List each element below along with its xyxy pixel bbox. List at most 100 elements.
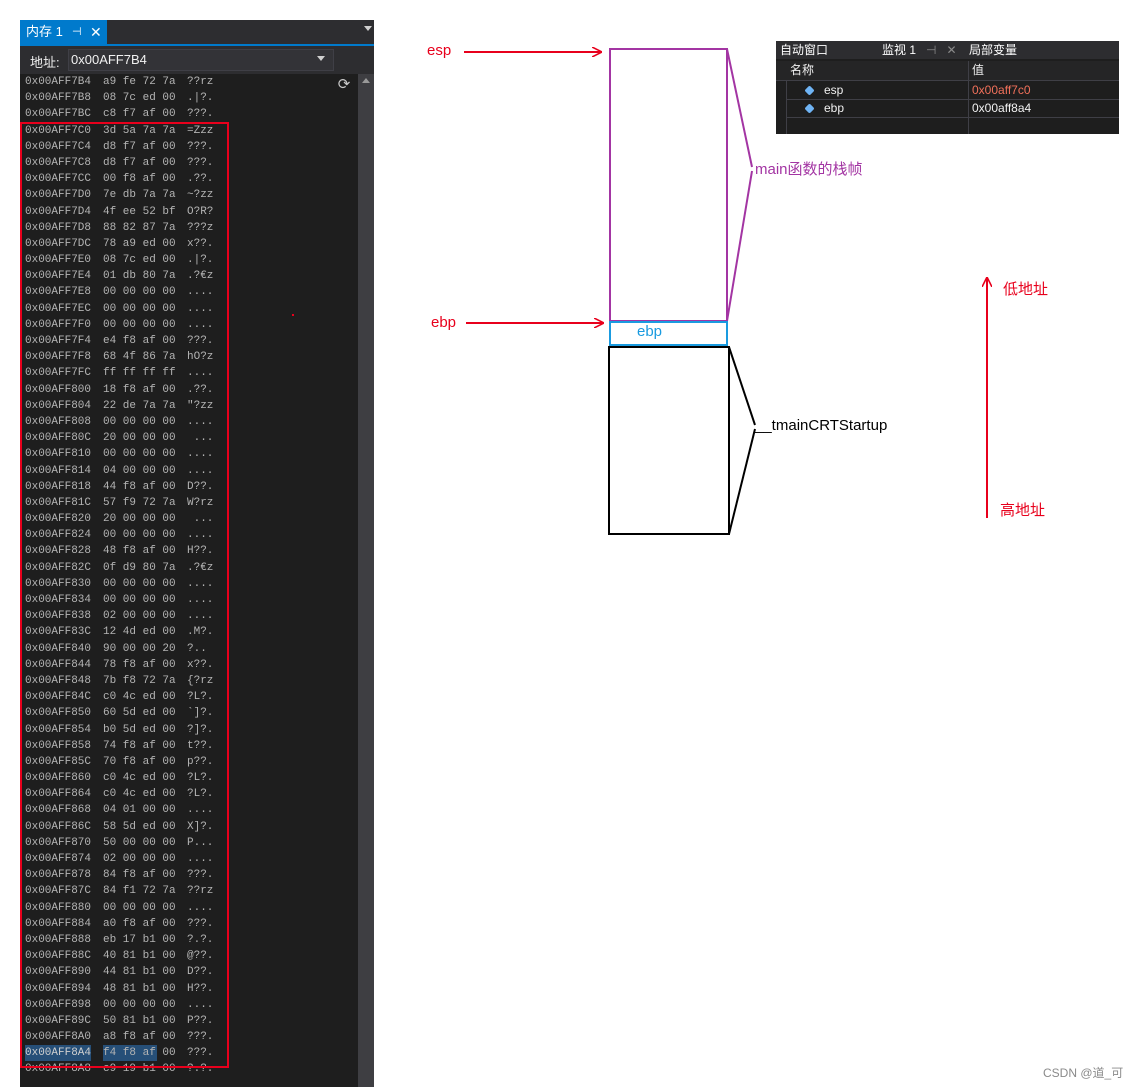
memory-bytes[interactable]: 00 00 00 00	[103, 318, 176, 331]
close-icon[interactable]: ✕	[90, 24, 102, 40]
memory-bytes[interactable]: c0 4c ed 00	[103, 772, 176, 785]
memory-bytes[interactable]: 48 f8 af 00	[103, 545, 176, 558]
pin-icon[interactable]: ⊣	[926, 43, 937, 57]
tab-memory-1[interactable]: 内存 1 ⊣ ✕	[20, 20, 107, 44]
memory-bytes[interactable]: 00 00 00 00	[103, 577, 176, 590]
memory-bytes[interactable]: eb 17 b1 00	[103, 933, 176, 946]
memory-bytes[interactable]: c0 4c ed 00	[103, 788, 176, 801]
memory-bytes[interactable]: 0f d9 80 7a	[103, 561, 176, 574]
memory-bytes[interactable]: 57 f9 72 7a	[103, 496, 176, 509]
memory-bytes[interactable]: 7e db 7a 7a	[103, 189, 176, 202]
pin-icon[interactable]: ⊣	[72, 26, 82, 38]
memory-bytes[interactable]: a8 f8 af 00	[103, 1031, 176, 1044]
memory-bytes[interactable]: 40 81 b1 00	[103, 950, 176, 963]
memory-bytes[interactable]: f4 f8 af 00	[103, 1045, 176, 1062]
memory-bytes[interactable]: 70 f8 af 00	[103, 755, 176, 768]
memory-bytes[interactable]: 08 7c ed 00	[103, 92, 176, 105]
memory-bytes[interactable]: 18 f8 af 00	[103, 383, 176, 396]
memory-bytes[interactable]: 44 f8 af 00	[103, 480, 176, 493]
memory-bytes[interactable]: 74 f8 af 00	[103, 739, 176, 752]
chevron-down-icon[interactable]	[364, 26, 372, 31]
memory-bytes[interactable]: 48 81 b1 00	[103, 982, 176, 995]
memory-bytes[interactable]: d8 f7 af 00	[103, 140, 176, 153]
memory-bytes[interactable]: 68 4f 86 7a	[103, 351, 176, 364]
column-name-header[interactable]: 名称	[790, 63, 815, 77]
tab-locals[interactable]: 局部变量	[969, 43, 1018, 57]
memory-bytes[interactable]: 4f ee 52 bf	[103, 205, 176, 218]
memory-bytes[interactable]: c0 4c ed 00	[103, 691, 176, 704]
tab-autos[interactable]: 自动窗口	[780, 43, 829, 57]
scroll-up-icon[interactable]	[362, 78, 370, 83]
memory-bytes[interactable]: d8 f7 af 00	[103, 156, 176, 169]
memory-bytes[interactable]: 84 f8 af 00	[103, 869, 176, 882]
memory-bytes[interactable]: 78 a9 ed 00	[103, 237, 176, 250]
memory-bytes[interactable]: 3d 5a 7a 7a	[103, 124, 176, 137]
tab-watch-1[interactable]: 监视 1⊣✕	[882, 41, 957, 59]
memory-bytes[interactable]: 7b f8 72 7a	[103, 674, 176, 687]
memory-bytes[interactable]: 44 81 b1 00	[103, 966, 176, 979]
memory-bytes[interactable]: e4 f8 af 00	[103, 335, 176, 347]
memory-bytes[interactable]: 12 4d ed 00	[103, 626, 176, 639]
memory-bytes[interactable]: 84 f1 72 7a	[103, 885, 176, 898]
refresh-icon[interactable]: ⟳	[337, 76, 351, 93]
memory-bytes[interactable]: a0 f8 af 00	[103, 917, 176, 930]
memory-bytes[interactable]: ff ff ff ff	[103, 367, 176, 380]
watch-row-ebp[interactable]: ebp 0x00aff8a4	[776, 100, 1119, 117]
memory-bytes[interactable]: 90 00 00 20	[103, 642, 176, 655]
scrollbar[interactable]	[358, 74, 374, 1087]
memory-bytes[interactable]: 02 00 00 00	[103, 853, 176, 865]
memory-bytes[interactable]: 00 00 00 00	[103, 998, 176, 1011]
memory-bytes[interactable]: 02 00 00 00	[103, 610, 176, 623]
memory-bytes[interactable]: 00 00 00 00	[103, 415, 176, 428]
memory-bytes[interactable]: 00 00 00 00	[103, 448, 176, 461]
memory-bytes[interactable]: a9 fe 72 7a	[103, 76, 176, 88]
memory-bytes[interactable]: 78 f8 af 00	[103, 658, 176, 671]
memory-bytes[interactable]: b0 5d ed 00	[103, 723, 176, 736]
memory-bytes[interactable]: 60 5d ed 00	[103, 707, 176, 720]
column-value-header[interactable]: 值	[972, 63, 985, 77]
memory-bytes[interactable]: 08 7c ed 00	[103, 254, 176, 267]
